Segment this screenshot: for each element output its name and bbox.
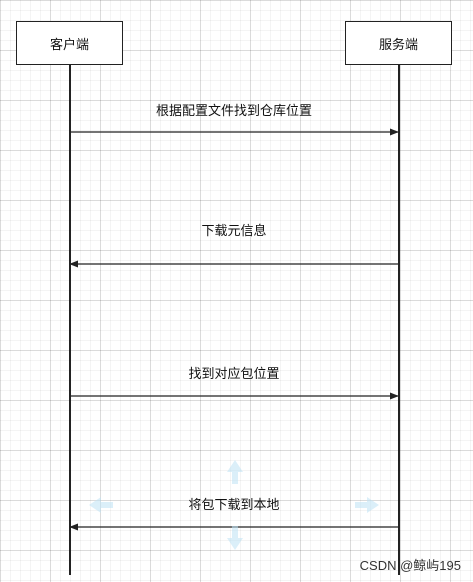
lifeline-server <box>398 65 400 575</box>
message-label-2[interactable]: 下载元信息 <box>201 223 267 238</box>
four-direction-arrows-icon <box>89 460 379 550</box>
actor-client[interactable]: 客户端 <box>16 21 123 65</box>
message-label-3[interactable]: 找到对应包位置 <box>188 366 280 381</box>
message-label-4[interactable]: 将包下载到本地 <box>188 497 280 512</box>
actor-client-label: 客户端 <box>49 36 89 52</box>
watermark: CSDN @鲸屿195 <box>359 558 461 573</box>
actor-server-label: 服务端 <box>378 36 418 52</box>
actor-server[interactable]: 服务端 <box>345 21 452 65</box>
message-label-1[interactable]: 根据配置文件找到仓库位置 <box>155 103 312 118</box>
lifeline-client <box>69 65 71 575</box>
